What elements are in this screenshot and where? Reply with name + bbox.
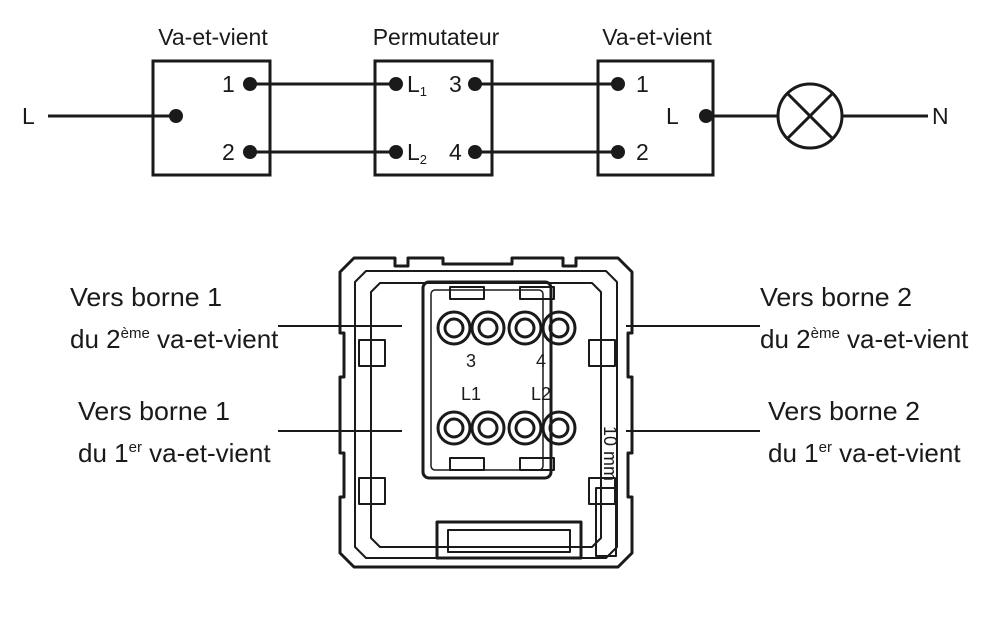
permutator-box [373,59,494,177]
switch2-term2-label: 2 [636,139,649,165]
switch2-common-dot [699,109,713,123]
switch1-term2-label: 2 [222,139,235,165]
perm-l2-label: L2 [407,139,427,167]
switch1-term1-label: 1 [222,71,235,97]
lamp-cross-b [785,91,835,141]
release-slot-frame [435,520,583,560]
right-latch-top [588,339,616,367]
switch2-common-label: L [666,103,679,129]
module-outer-housing [338,256,634,569]
perm-4-label: 4 [449,139,462,165]
release-slot [447,529,571,553]
left-latch-top [358,339,386,367]
switch1-box [151,59,272,177]
callout-top-right-line1: Vers borne 2 [760,282,912,312]
switch2-box [596,59,715,177]
terminal-row-top [436,310,577,346]
perm-l1-label: L1 [407,71,427,99]
switch1-term1-dot [243,77,257,91]
terminal-block [421,280,553,480]
neutral-label: N [932,103,949,129]
switch2-title: Va-et-vient [602,24,712,50]
module-terminal-l2: L2 [531,384,551,404]
callout-bottom-right-line2: du 1er va-et-vient [768,438,961,468]
schematic [48,59,928,177]
terminal-block-inner [430,289,544,471]
module-terminal-4: 4 [536,351,546,371]
perm-l1-dot [389,77,403,91]
module-inner-frame [354,270,618,559]
terminal-bottom-tab-right [519,457,555,471]
switch1-title: Va-et-vient [158,24,268,50]
callout-bottom-left-line2: du 1er va-et-vient [78,438,271,468]
callout-top-left-line1: Vers borne 1 [70,282,222,312]
perm-l2-dot [389,145,403,159]
permutator-title: Permutateur [373,24,500,50]
strip-length-label: 10 mm [600,426,620,481]
callout-top-right-line2: du 2ème va-et-vient [760,324,969,354]
callout-bottom-right-line1: Vers borne 2 [768,396,920,426]
callout-bottom-left-line1: Vers borne 1 [78,396,230,426]
perm-3-dot [468,77,482,91]
terminal-bottom-tab-left [449,457,485,471]
terminal-top-tab-left [449,286,485,300]
callout-leaders [278,325,760,432]
terminal-top-tab-right [519,286,555,300]
module-terminal-l1: L1 [461,384,481,404]
switch2-term1-label: 1 [636,71,649,97]
module-drawing [338,256,634,569]
perm-4-dot [468,145,482,159]
module-terminal-3: 3 [466,351,476,371]
switch2-term1-dot [611,77,625,91]
switch2-term2-dot [611,145,625,159]
line-label: L [22,103,35,129]
switch1-common-dot [169,109,183,123]
perm-3-label: 3 [449,71,462,97]
switch1-term2-dot [243,145,257,159]
left-latch-bottom [358,477,386,505]
terminal-row-bottom [436,410,577,446]
strip-gauge [595,487,617,557]
schematic-terminals [169,77,713,159]
callout-top-left-line2: du 2ème va-et-vient [70,324,279,354]
